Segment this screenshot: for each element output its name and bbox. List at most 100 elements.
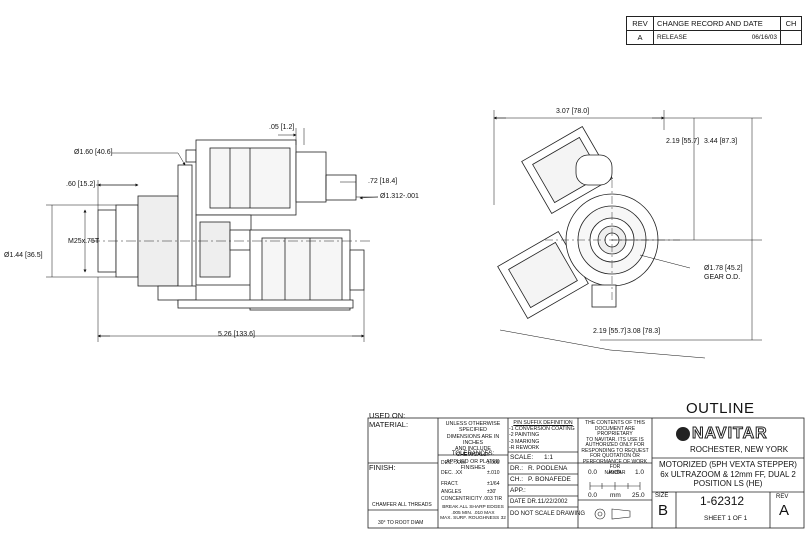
sheet-info: SHEET 1 OF 1 xyxy=(704,515,748,522)
change-text: RELEASE xyxy=(657,34,687,41)
company-location: ROCHESTER, NEW YORK xyxy=(690,445,789,454)
change-date: 06/16/03 xyxy=(751,34,777,41)
note-line: UNLESS OTHERWISE xyxy=(445,421,501,427)
dr-label: DR.: xyxy=(510,465,523,472)
scale-label: SCALE: xyxy=(510,454,534,461)
third-angle-symbol xyxy=(594,508,631,520)
edge-line: .005 MIN. .010 MAX xyxy=(451,510,495,516)
gear-label: GEAR O.D. xyxy=(704,274,741,281)
tolerance-row: CONCENTRICITY.003 TIR xyxy=(441,496,507,502)
date-value: 11/22/2002 xyxy=(538,499,568,505)
suffix-title: P/N SUFFIX DEFINITION xyxy=(513,420,573,426)
suffix-item: -R REWORK xyxy=(509,444,540,451)
tol-value: ±.005 xyxy=(487,460,500,466)
company-logo: NAVITAR xyxy=(676,425,768,443)
prop-line: PERFORMANCE OF WORK FOR xyxy=(582,458,648,470)
proprietary-notice: THE CONTENTS OF THIS DOCUMENT ARE PROPRI… xyxy=(579,420,651,476)
size-value: B xyxy=(658,502,669,519)
dim-width: 3.07 [78.0] xyxy=(556,108,590,115)
prop-line: AUTHORIZED ONLY FOR xyxy=(585,442,645,448)
tol-value: .003 TIR xyxy=(483,496,503,503)
dr-value: R. PODLENA xyxy=(528,465,568,472)
dim-rear-len: .72 [18.4] xyxy=(368,178,398,185)
revision-block: REV CHANGE RECORD AND DATE CH A RELEASE … xyxy=(626,16,802,48)
side-view xyxy=(90,139,370,311)
desc-line: MOTORIZED (5PH VEXTA STEPPER) xyxy=(659,460,797,469)
tolerance-row: FRACT.±1/64 xyxy=(441,479,507,489)
rev-cell: A xyxy=(626,30,654,45)
do-not-scale: DO NOT SCALE DRAWING xyxy=(510,511,586,517)
tolerances-table: DEC. .XXX ±.005 DEC. .XX ±.010 FRACT.±1/64… xyxy=(441,458,507,502)
logo-mark-icon xyxy=(676,427,690,441)
dim-tab: .05 [1.2] xyxy=(269,124,295,131)
rev-value: A xyxy=(779,502,790,519)
note-line: DIMENSIONS ARE IN INCHES xyxy=(446,433,500,446)
dim-thread: M25x.75T xyxy=(68,238,100,245)
tol-value: ±.010 xyxy=(487,470,500,477)
drawing-title: OUTLINE xyxy=(686,400,755,417)
edges-note: BREAK ALL SHARP EDGES .005 MIN. .010 MAX… xyxy=(438,505,508,522)
tolerances-title: TOLERANCES: xyxy=(451,451,495,457)
date-label: DATE DR.: xyxy=(510,499,540,505)
scale-bar-top-mid: inch xyxy=(609,469,621,476)
change-cell: RELEASE 06/16/03 xyxy=(653,30,781,45)
note-line: SPECIFIED xyxy=(459,427,487,434)
chamfer-note-2: 30° TO ROOT DIAM xyxy=(378,520,424,526)
ch-value: P. BONAFEDE xyxy=(528,476,571,483)
scale-bar-top-left: 0.0 xyxy=(588,469,598,476)
scale-bar-top-right: 1.0 xyxy=(635,469,645,476)
scale-bar-bot-left: 0.0 xyxy=(588,492,598,499)
tol-label: CONCENTRICITY xyxy=(441,496,483,503)
finish-label: FINISH: xyxy=(369,463,396,472)
app-label: APP.: xyxy=(510,487,526,494)
general-notes: UNLESS OTHERWISE SPECIFIED DIMENSIONS AR… xyxy=(438,421,508,471)
tolerance-row: DEC. .XX ±.010 xyxy=(441,468,507,478)
dim-rear-dia: Ø1.312-.001 xyxy=(380,193,419,200)
scale-value: 1:1 xyxy=(544,454,554,461)
note-line: APPLIED OR PLATED FINISHES xyxy=(446,458,500,472)
suffix-item: -1 CONVERSION COATING xyxy=(509,426,575,433)
dim-gear: Ø1.78 [45.2] xyxy=(704,265,743,272)
used-on-label: USED ON: xyxy=(369,411,406,420)
ch-label: CH.: xyxy=(510,476,523,483)
dim-thread-len: .60 [15.2] xyxy=(66,181,96,188)
tol-value: ±30' xyxy=(487,489,497,496)
tolerance-row: ANGLES ±30' xyxy=(441,489,507,496)
drawing-description: MOTORIZED (5PH VEXTA STEPPER) 6x ULTRAZO… xyxy=(652,460,804,489)
tol-label: DEC. .XXX xyxy=(441,460,466,466)
scale-bar-bot-right: 25.0 xyxy=(632,492,645,499)
roughness-value: 32 xyxy=(500,516,506,521)
rev-label: REV xyxy=(776,494,789,500)
prop-line: THE CONTENTS OF THIS xyxy=(585,420,645,426)
tol-value: ±1/64 xyxy=(487,480,500,487)
dim-front-dia: Ø1.44 [36.5] xyxy=(4,252,43,259)
dim-flange-dia: Ø1.60 [40.6] xyxy=(74,149,113,156)
prop-line: RESPONDING TO REQUEST xyxy=(581,447,649,454)
dim-height-a: 2.19 [55.7] xyxy=(666,138,700,145)
roughness-label: MAX. SURF. ROUGHNESS xyxy=(440,516,500,521)
drawing-number: 1-62312 xyxy=(700,494,745,508)
tol-label: DEC. .XX xyxy=(441,470,463,477)
suffix-item: -2 PAINTING xyxy=(509,432,540,439)
prop-line: NAVITAR xyxy=(604,469,626,476)
edge-line: BREAK ALL SHARP EDGES xyxy=(442,505,504,510)
tolerance-row: DEC. .XXX ±.005 xyxy=(441,458,507,468)
dim-height-b: 3.44 [87.3] xyxy=(704,138,738,145)
prop-line: FOR QUOTATION OR xyxy=(590,453,640,459)
prop-line: DOCUMENT ARE PROPRIETARY xyxy=(594,425,636,437)
roughness-line: MAX. SURF. ROUGHNESS 32 xyxy=(438,516,508,522)
note-line: AND INCLUDE CHEMICALLY xyxy=(455,446,491,459)
company-name: NAVITAR xyxy=(692,425,768,443)
end-view-dimensions xyxy=(493,110,762,359)
scale-bar-bot-mid: mm xyxy=(610,492,621,499)
tol-label: ANGLES xyxy=(441,489,462,496)
suffix-item: -3 MARKING xyxy=(509,438,540,445)
material-label: MATERIAL: xyxy=(369,420,409,429)
dim-lower-b: 3.08 [78.3] xyxy=(627,328,661,335)
desc-line: 6x ULTRAZOOM & 12mm FF, DUAL 2 xyxy=(660,469,796,479)
chamfer-note-1: CHAMFER ALL THREADS xyxy=(372,502,432,508)
suffix-block: P/N SUFFIX DEFINITION -1 CONVERSION COAT… xyxy=(509,420,577,451)
size-label: SIZE xyxy=(655,493,669,499)
